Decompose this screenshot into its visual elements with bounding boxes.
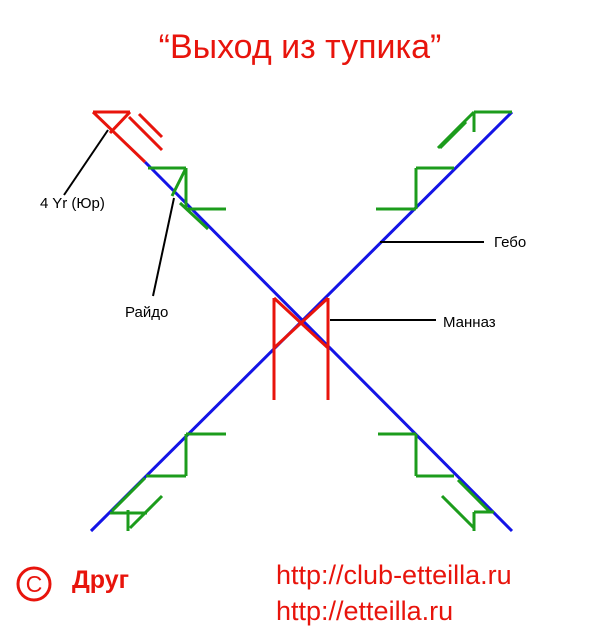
- rune-upper-right: [376, 110, 512, 211]
- author-name: Друг: [72, 566, 130, 594]
- leader-lines: [63, 129, 484, 321]
- rune-raido-upper-left: [148, 166, 226, 231]
- rune-lower-right: [378, 432, 494, 531]
- label-gebo: Гебо: [494, 234, 527, 251]
- title: “Выход из тупика”: [158, 28, 442, 66]
- url-main[interactable]: http://etteilla.ru: [276, 596, 454, 626]
- label-mannaz: Манназ: [443, 314, 496, 331]
- rune-ur: [91, 110, 164, 164]
- label-ur: 4 Yr (Юр): [40, 195, 105, 212]
- copyright-icon: C: [16, 566, 52, 602]
- copyright-letter: C: [26, 571, 43, 597]
- url-club[interactable]: http://club-etteilla.ru: [276, 560, 512, 590]
- label-raido: Райдо: [125, 304, 169, 321]
- rune-mannaz: [272, 296, 330, 400]
- rune-lower-left: [110, 432, 226, 531]
